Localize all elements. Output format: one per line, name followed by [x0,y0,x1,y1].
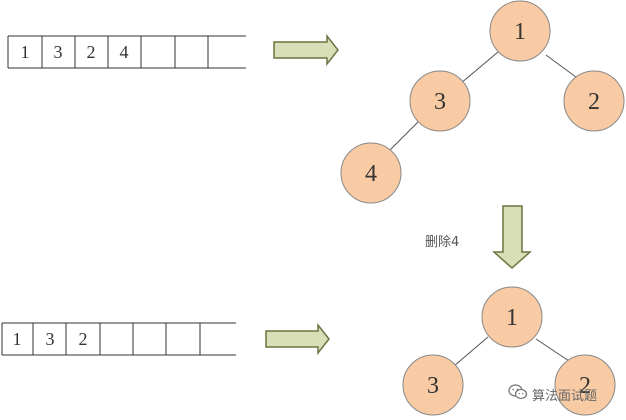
top-array-cell: 1 [21,42,30,62]
bottom-array-cell: 2 [79,329,88,349]
watermark-text: 算法面试题 [532,389,598,404]
top-array-cell: 3 [54,42,63,62]
right-arrow [273,33,339,67]
down-arrow [492,205,532,270]
bottom-tree-node-left: 3 [402,354,464,416]
top-array: 1 3 2 4 [7,35,246,69]
top-tree-node-root: 1 [489,0,551,62]
top-tree-node-left: 3 [409,70,471,132]
top-tree-edges [387,51,581,153]
bottom-array: 1 3 2 [1,322,236,356]
right-arrow [265,322,330,356]
operation-label: 删除4 [425,235,459,250]
node-label: 4 [365,161,377,187]
bottom-tree-node-right: 2 [554,354,616,416]
top-tree-node-left-left: 4 [340,142,402,204]
top-tree-node-right: 2 [563,70,625,132]
node-label: 1 [506,305,518,331]
bottom-tree-node-root: 1 [481,286,543,348]
node-label: 1 [514,19,526,45]
bottom-array-cell: 3 [46,329,55,349]
node-label: 2 [588,89,600,115]
node-label: 3 [434,89,446,115]
watermark: 算法面试题 [508,384,597,405]
top-array-cell: 2 [87,42,96,62]
top-array-cell: 4 [120,42,129,62]
bottom-array-cell: 1 [13,329,22,349]
bottom-tree-edges [453,336,573,367]
wechat-icon [508,384,528,405]
node-label: 2 [579,373,591,399]
node-label: 3 [427,373,439,399]
